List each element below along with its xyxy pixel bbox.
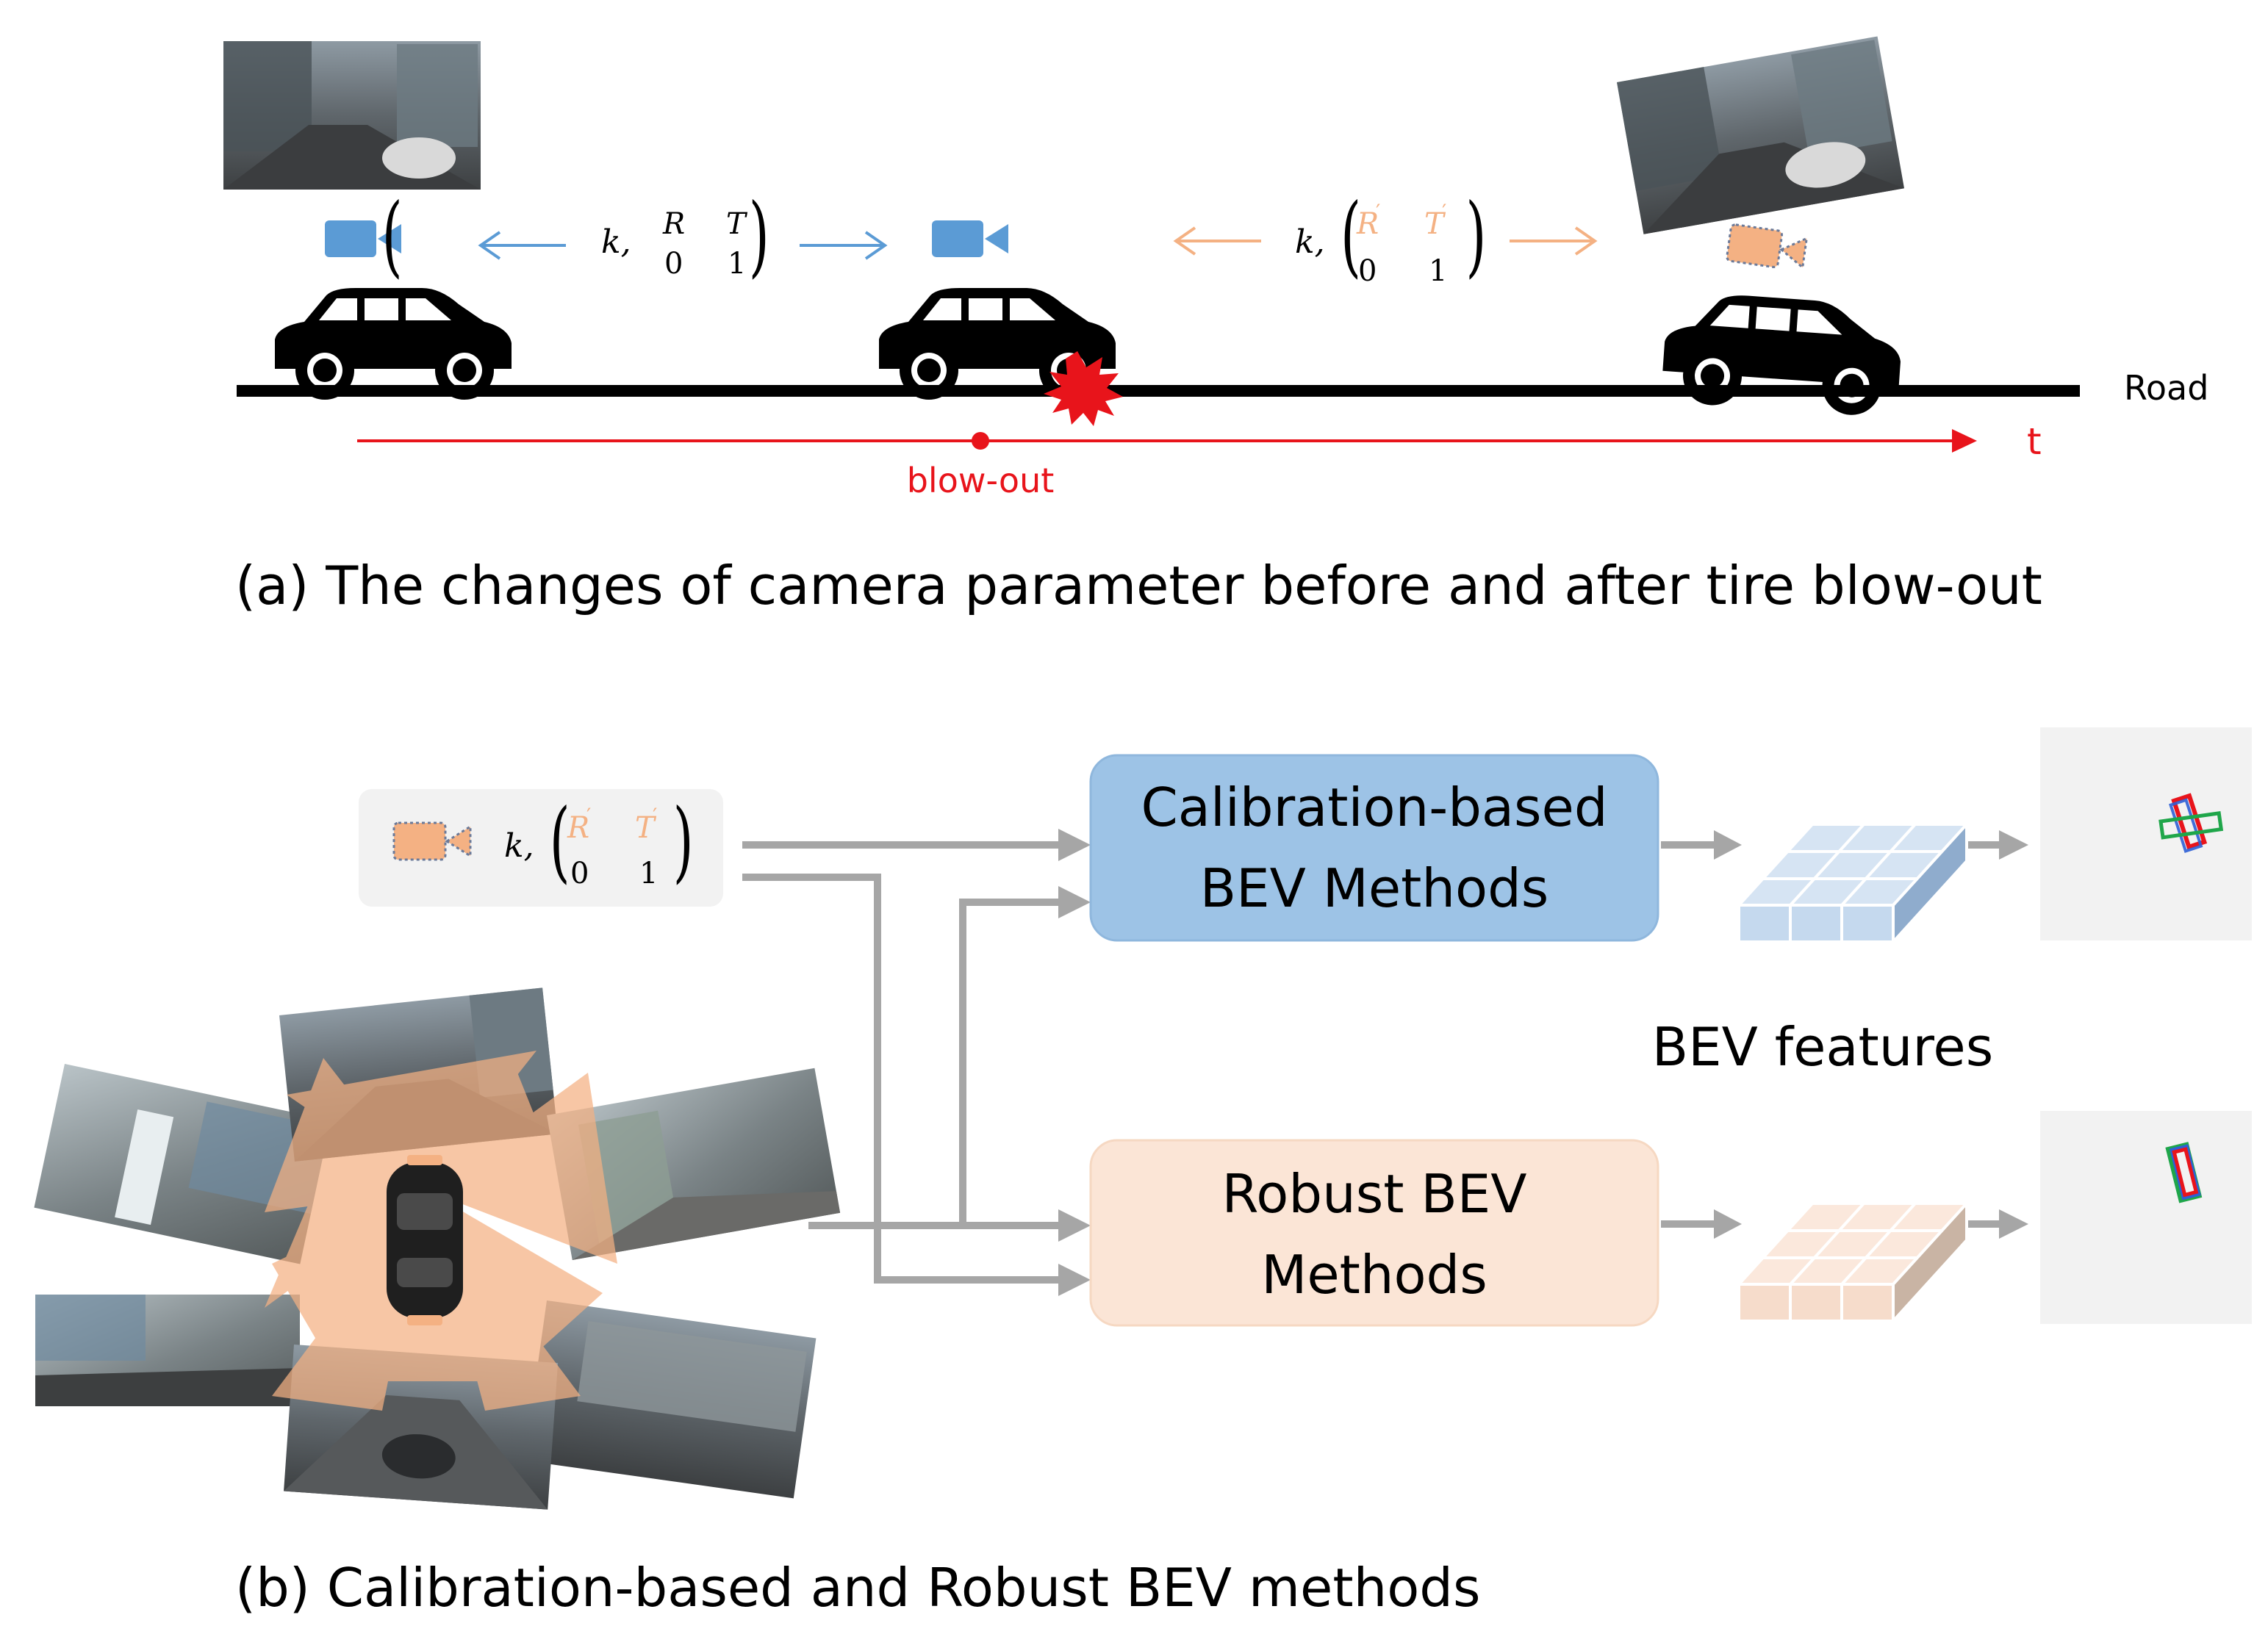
street-photo-icon <box>223 41 481 190</box>
prime-mark: ′ <box>586 804 591 828</box>
param-arrow-left <box>1173 226 1261 256</box>
param-arrow-right <box>1510 226 1598 256</box>
camera-params-after: k, ( R ′ T ′ 0 1 ) <box>1295 185 1486 288</box>
t-label: T <box>635 811 657 845</box>
robust-box-line1: Robust BEV <box>1222 1163 1527 1225</box>
camera-params-before: k, ( R T 0 1 ) <box>382 185 769 287</box>
r-label: R <box>1356 207 1379 241</box>
t-label: T <box>726 207 748 241</box>
robust-bev-box <box>1089 1139 1659 1327</box>
bev-grid-icon <box>1735 820 1970 946</box>
k-label: k, <box>601 223 631 261</box>
t-label: T <box>1424 207 1446 241</box>
prime-mark: ′ <box>653 804 657 828</box>
car-silhouette-icon <box>1660 290 1905 419</box>
calibration-based-box <box>1089 754 1659 942</box>
detection-result-panel <box>2040 727 2252 940</box>
one-label: 1 <box>639 857 658 890</box>
robust-box-line2: Methods <box>1261 1244 1488 1306</box>
road-label: Road <box>2124 368 2208 408</box>
blowout-label: blow-out <box>907 461 1055 500</box>
street-photo-icon <box>1617 36 1904 234</box>
input-params-panel <box>359 789 723 907</box>
prime-mark: ′ <box>1442 200 1446 224</box>
caption-a: (a) The changes of camera parameter befo… <box>235 555 2042 616</box>
prime-mark: ′ <box>1376 200 1380 224</box>
param-arrow-right <box>800 231 888 260</box>
zero-label: 0 <box>1358 254 1377 288</box>
zero-label: 0 <box>570 857 589 890</box>
k-label: k, <box>504 827 534 865</box>
camera-params-input: k, ( R ′ T ′ 0 1 ) <box>504 791 694 893</box>
bounding-box-icon <box>2165 1142 2203 1203</box>
flow-arrowheads <box>1058 829 2028 1296</box>
right-paren: ) <box>749 185 769 287</box>
flow-arrows <box>742 841 2002 1284</box>
camera-icon <box>932 220 1008 257</box>
detection-result-panel <box>2040 1111 2252 1324</box>
right-paren: ) <box>673 791 694 893</box>
left-paren: ( <box>1341 185 1361 287</box>
one-label: 1 <box>1429 254 1447 288</box>
left-paren: ( <box>382 185 403 287</box>
time-arrowhead <box>1952 429 1977 453</box>
right-paren: ) <box>1465 185 1486 287</box>
zero-label: 0 <box>664 247 683 281</box>
k-label: k, <box>1295 223 1325 261</box>
street-photo-icon <box>524 1300 817 1499</box>
left-paren: ( <box>550 791 570 893</box>
street-photo-icon <box>35 1295 300 1406</box>
calibration-box-line1: Calibration-based <box>1141 777 1607 838</box>
calibration-box-line2: BEV Methods <box>1200 857 1549 919</box>
car-topview-icon <box>387 1155 463 1325</box>
r-label: R <box>567 811 589 845</box>
car-silhouette-icon <box>275 288 512 400</box>
road-line <box>237 385 2080 397</box>
camera-frustums <box>265 1051 617 1411</box>
explosion-icon <box>1044 351 1123 426</box>
bev-features-label: BEV features <box>1652 1016 1993 1078</box>
bounding-box-icon <box>2158 793 2224 853</box>
param-arrow-left <box>478 231 566 260</box>
bev-grid-icon <box>1735 1199 1970 1325</box>
surround-view-mosaic <box>34 987 841 1510</box>
time-label: t <box>2027 420 2042 463</box>
blowout-marker <box>972 432 989 450</box>
one-label: 1 <box>728 247 746 281</box>
caption-b: (b) Calibration-based and Robust BEV met… <box>235 1557 1480 1619</box>
camera-icon <box>1725 223 1809 273</box>
r-label: R <box>662 207 685 241</box>
